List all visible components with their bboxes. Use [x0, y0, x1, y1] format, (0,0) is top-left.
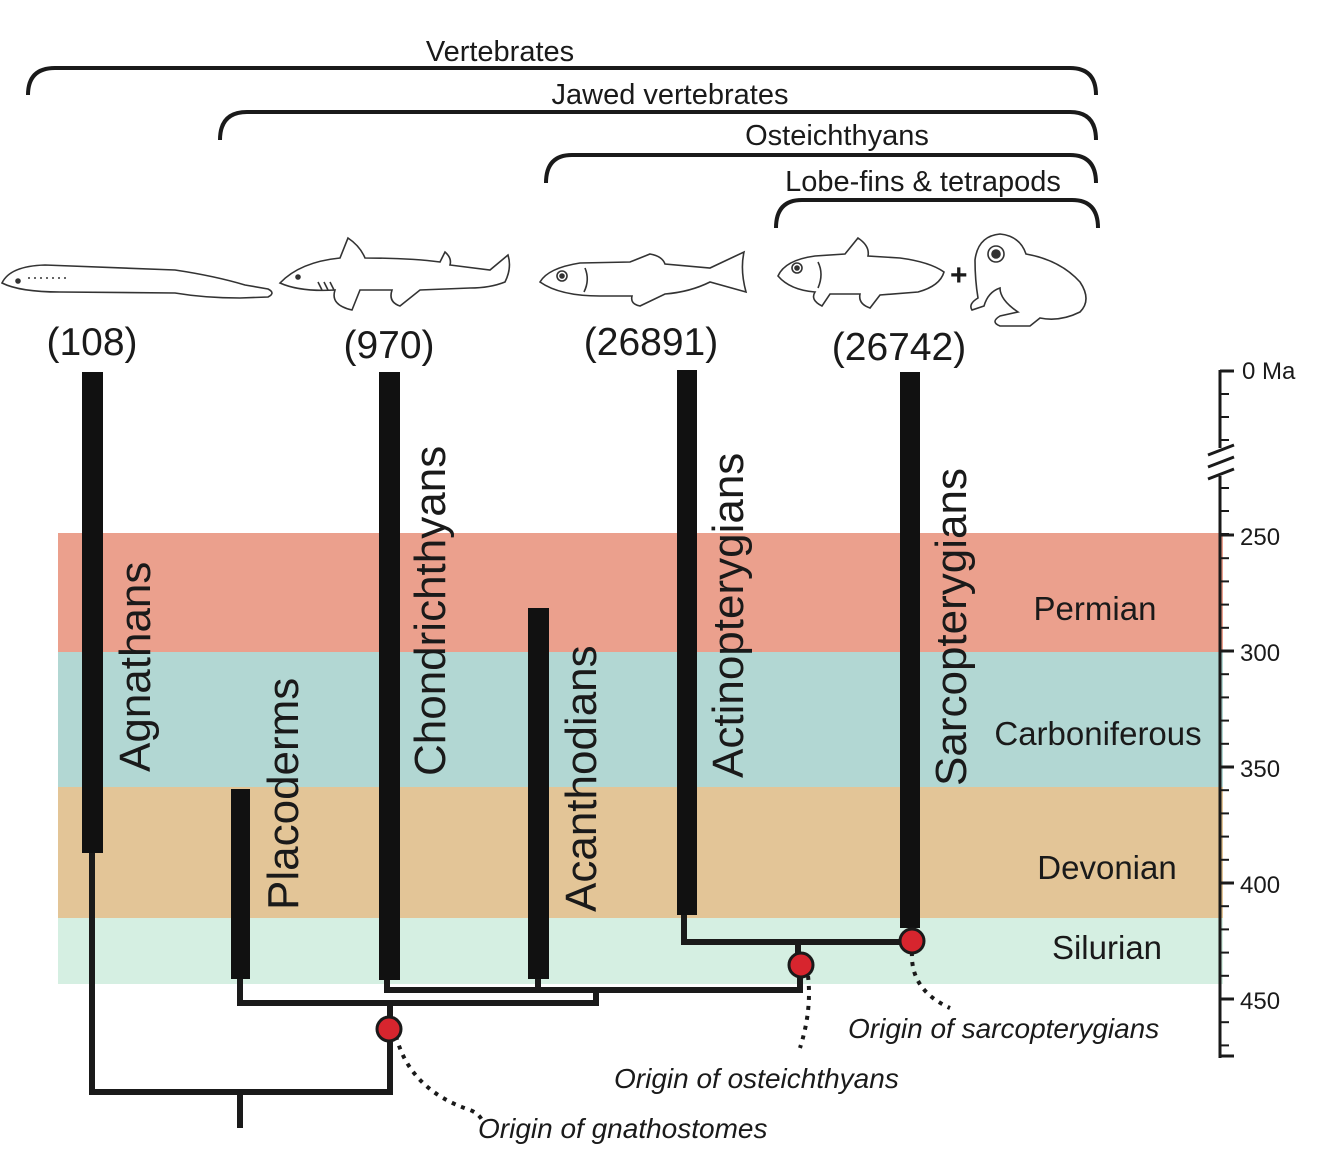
plus-sign: +: [950, 259, 968, 292]
origin-leaders: [394, 951, 951, 1122]
origin-label-sarcopterygians: Origin of sarcopterygians: [848, 1013, 1159, 1044]
scale-major-ticks: [1220, 369, 1234, 1058]
clade-label-jawed-vertebrates: Jawed vertebrates: [552, 79, 789, 111]
frog-icon: [970, 233, 1087, 327]
bar-sarcopterygians: [900, 372, 920, 928]
origin-dot-osteichthyans: [787, 951, 815, 979]
branch-gnathostomes: [237, 976, 599, 1006]
band-permian: [58, 533, 1223, 652]
leader-gnathostomes: [394, 1035, 484, 1122]
scale-label-400: 400: [1240, 872, 1280, 899]
ray-finned-fish-icon: [538, 250, 748, 307]
taxon-label-chondrichthyans: Chondrichthyans: [406, 446, 455, 776]
bracket-osteichthyans: [544, 153, 1098, 184]
scale-break-icon: [1207, 443, 1235, 481]
clade-label-lobefins: Lobe-fins & tetrapods: [785, 166, 1061, 198]
bracket-vertebrates: [26, 66, 1098, 96]
scale-label-250: 250: [1240, 524, 1280, 551]
band-devonian: [58, 787, 1223, 918]
origin-label-osteichthyans: Origin of osteichthyans: [614, 1063, 899, 1094]
period-label-carboniferous: Carboniferous: [994, 715, 1201, 752]
taxon-label-acanthodians: Acanthodians: [557, 645, 606, 912]
bar-agnathans: [82, 372, 103, 853]
period-label-permian: Permian: [1034, 590, 1157, 627]
count-agnathans: (108): [46, 321, 137, 364]
clade-brackets: [26, 66, 1100, 229]
bar-chondrichthyans: [379, 372, 400, 980]
count-sarcopterygians: (26742): [832, 326, 966, 369]
bar-actinopterygians: [677, 370, 697, 915]
period-label-devonian: Devonian: [1037, 849, 1176, 886]
scale-label-0: 0 Ma: [1242, 358, 1296, 385]
coelacanth-icon: [777, 236, 945, 309]
scale-label-450: 450: [1240, 988, 1280, 1015]
taxon-label-sarcopterygians: Sarcopterygians: [927, 468, 976, 786]
origin-dots: [375, 927, 926, 1043]
period-label-silurian: Silurian: [1052, 929, 1162, 966]
bar-placoderms: [231, 789, 250, 979]
origin-dot-gnathostomes: [375, 1015, 403, 1043]
origin-label-gnathostomes: Origin of gnathostomes: [478, 1113, 768, 1144]
scale-label-300: 300: [1240, 640, 1280, 667]
time-scale: [1207, 369, 1235, 1058]
lineage-bars: [82, 370, 920, 980]
shark-icon: [278, 236, 511, 311]
origin-dot-sarcopterygians: [898, 927, 926, 955]
count-chondrichthyans: (970): [343, 324, 434, 367]
taxon-label-placoderms: Placoderms: [259, 678, 308, 910]
band-carboniferous: [58, 652, 1223, 787]
bracket-lobefins: [774, 198, 1100, 229]
branch-osteichthyans: [681, 912, 910, 945]
taxon-label-agnathans: Agnathans: [111, 562, 160, 772]
scale-label-350: 350: [1240, 756, 1280, 783]
count-actinopterygians: (26891): [584, 321, 718, 364]
bar-acanthodians: [528, 608, 549, 979]
lamprey-icon: [0, 264, 273, 299]
bracket-jawed-vertebrates: [218, 110, 1098, 141]
band-silurian: [58, 918, 1223, 984]
period-bands: [58, 533, 1223, 984]
scale-minor-ticks: [1220, 393, 1229, 1047]
taxon-label-actinopterygians: Actinopterygians: [704, 453, 753, 778]
clade-label-vertebrates: Vertebrates: [426, 36, 574, 68]
clade-label-osteichthyans: Osteichthyans: [745, 120, 929, 152]
